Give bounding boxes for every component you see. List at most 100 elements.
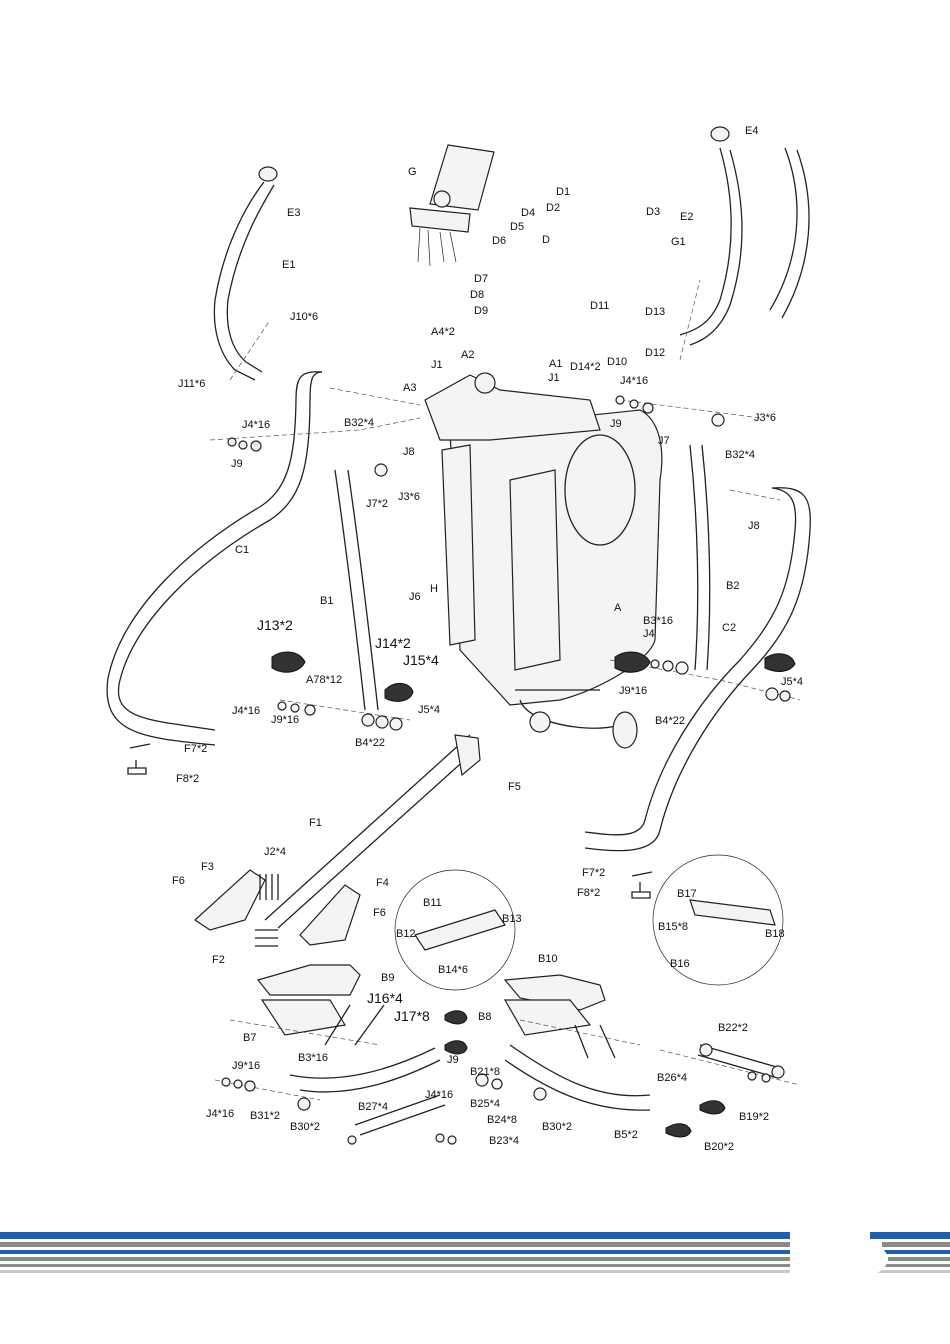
part-label: B12 [396,928,416,940]
part-label: J7 [658,435,670,447]
part-label: B27*4 [358,1101,388,1113]
part-label: B32*4 [344,417,374,429]
part-label: F6 [373,907,386,919]
parts-artwork [106,126,811,1145]
part-label: D7 [474,273,488,285]
part-label: B17 [677,888,697,900]
part-label: C2 [722,622,736,634]
part-label: J9*16 [232,1060,260,1072]
part-label: J11*6 [178,378,205,390]
part-label: G1 [671,236,686,248]
console-part [409,144,495,267]
part-label: J8 [748,520,760,532]
page-number-badge [792,1237,888,1281]
part-label: A [614,602,622,614]
part-label: D9 [474,305,488,317]
part-label: F5 [508,781,521,793]
part-label: J3*6 [398,491,420,503]
part-label: J7*2 [366,498,388,510]
part-label: B3*16 [298,1052,328,1064]
part-label: J4*16 [620,375,648,387]
part-label: B22*2 [718,1022,748,1034]
part-label: A1 [549,358,562,370]
part-label: D6 [492,235,506,247]
rail-part [264,734,481,929]
handlebar-parts [213,126,810,381]
part-label: E1 [282,259,295,271]
part-label: E3 [287,207,300,219]
part-label: B32*4 [725,449,755,461]
part-label: J13*2 [257,617,293,633]
part-label: A2 [461,349,474,361]
part-label: B25*4 [470,1098,500,1110]
part-label: B23*4 [489,1135,519,1147]
pedal-parts [194,854,784,1036]
page-number [795,1239,885,1279]
hardware-parts [127,395,796,1145]
part-label: J8 [403,446,415,458]
part-label: A78*12 [306,674,342,686]
part-label: J9*16 [619,685,647,697]
part-labels: E4 E3 G D1 D3 D2 D4 E2 D5 G1 D D6 E1 D7 … [172,125,803,1153]
part-label: J1 [548,372,560,384]
part-label: B4*22 [655,715,685,727]
part-label: D12 [645,347,665,359]
part-label: J3*6 [754,412,776,424]
part-label: B24*8 [487,1114,517,1126]
part-label: F7*2 [184,743,207,755]
part-label: F8*2 [577,887,600,899]
part-label: B5*2 [614,1129,638,1141]
part-label: J9*16 [271,714,299,726]
part-label: B13 [502,913,522,925]
part-label: D10 [607,356,627,368]
part-label: H [430,583,438,595]
part-label: B3*16 [643,615,673,627]
swing-arm-parts [334,444,711,711]
part-label: D5 [510,221,524,233]
part-label: E4 [745,125,758,137]
part-label: J5*4 [418,704,440,716]
part-label: J4*16 [425,1089,453,1101]
part-label: D14*2 [570,361,601,373]
part-label: B30*2 [542,1121,572,1133]
part-label: B8 [478,1011,491,1023]
part-label: D3 [646,206,660,218]
part-label: B14*6 [438,964,468,976]
part-label: J4*16 [206,1108,234,1120]
part-label: B26*4 [657,1072,687,1084]
part-label: B19*2 [739,1111,769,1123]
part-label: F6 [172,875,185,887]
part-label: B2 [726,580,739,592]
part-label: C1 [235,544,249,556]
part-label: B31*2 [250,1110,280,1122]
part-label: J1 [431,359,443,371]
part-label: B7 [243,1032,256,1044]
part-label: J17*8 [394,1008,430,1024]
part-label: D8 [470,289,484,301]
part-label: B10 [538,953,558,965]
part-label: B9 [381,972,394,984]
part-label: F4 [376,877,389,889]
part-label: J9 [610,418,622,430]
part-label: J4 [643,628,655,640]
part-label: B15*8 [658,921,688,933]
part-label: F7*2 [582,867,605,879]
part-label: J9 [231,458,243,470]
part-label: F1 [309,817,322,829]
part-label: B20*2 [704,1141,734,1153]
part-label: D13 [645,306,665,318]
part-label: B21*8 [470,1066,500,1078]
part-label: A3 [403,382,416,394]
part-label: B1 [320,595,333,607]
footer-stripes [0,1232,950,1281]
part-label: B18 [765,928,785,940]
part-label: J14*2 [375,635,411,651]
part-label: J4*16 [242,419,270,431]
part-label: J15*4 [403,652,439,668]
main-frame-part [424,372,663,749]
part-label: G [408,166,417,178]
part-label: F3 [201,861,214,873]
part-label: J5*4 [781,676,803,688]
part-label: B30*2 [290,1121,320,1133]
